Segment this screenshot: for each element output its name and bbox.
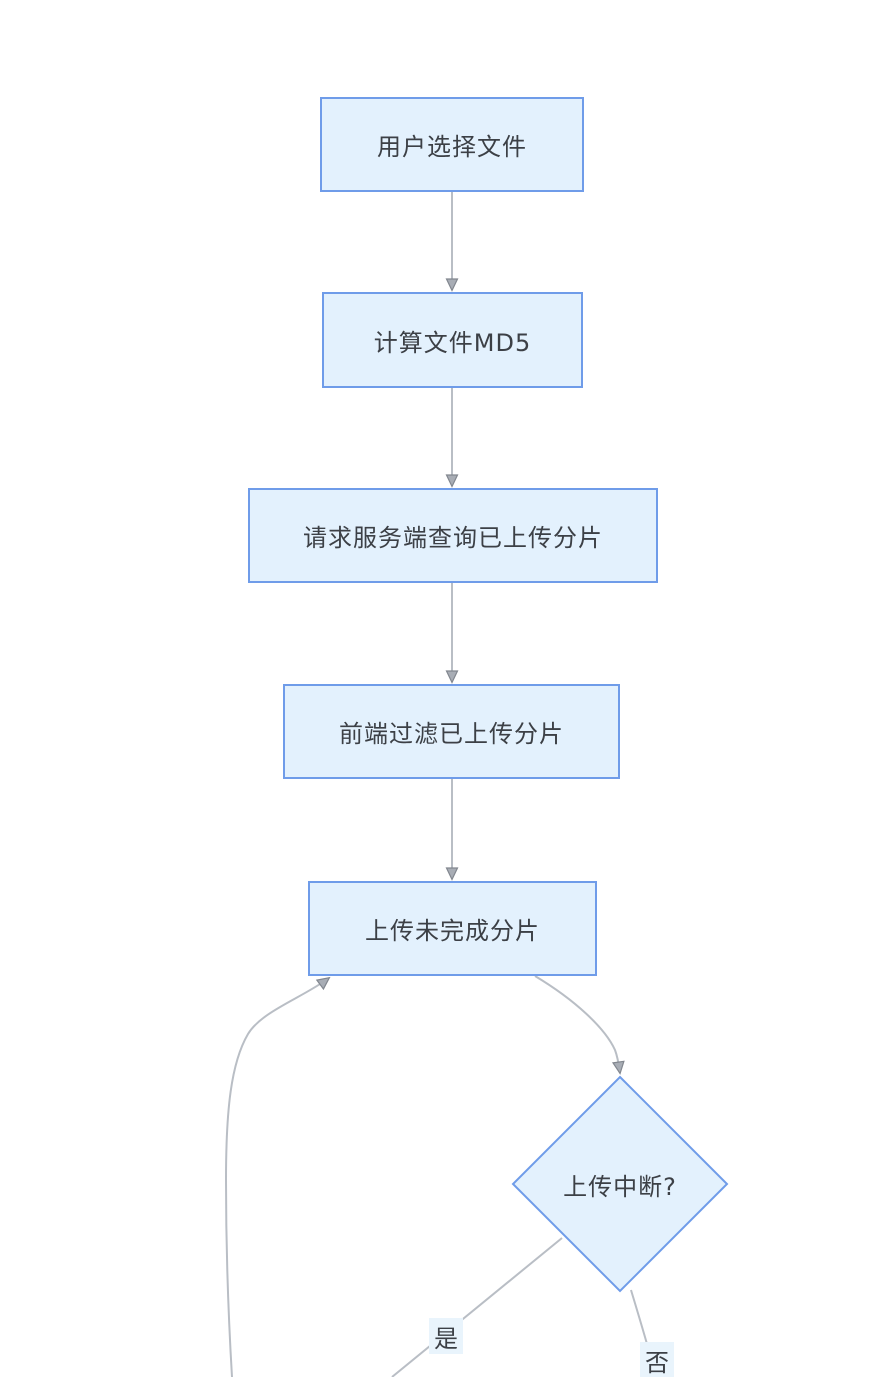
- node-calc-md5-label: 计算文件MD5: [373, 328, 532, 357]
- node-upload-remaining-chunks: 上传未完成分片: [308, 881, 597, 976]
- node-query-uploaded-chunks: 请求服务端查询已上传分片: [248, 488, 658, 583]
- edge-label-yes: 是: [429, 1318, 463, 1354]
- edge-yes-loop-return: [224, 976, 331, 1377]
- node-upload-interrupted-decision: 上传中断?: [540, 1160, 700, 1208]
- decision-diamond-shape: [511, 1075, 729, 1293]
- node-query-uploaded-chunks-label: 请求服务端查询已上传分片: [303, 524, 603, 552]
- node-user-select-file-label: 用户选择文件: [377, 133, 527, 161]
- edge-upload-to-decision: [534, 975, 625, 1075]
- edge-label-no: 否: [640, 1342, 674, 1377]
- node-upload-remaining-chunks-label: 上传未完成分片: [365, 917, 540, 945]
- node-user-select-file: 用户选择文件: [320, 97, 584, 192]
- node-filter-uploaded-chunks-label: 前端过滤已上传分片: [339, 720, 564, 748]
- node-upload-interrupted-label: 上传中断?: [563, 1172, 677, 1201]
- node-calc-md5: 计算文件MD5: [322, 292, 583, 388]
- node-filter-uploaded-chunks: 前端过滤已上传分片: [283, 684, 620, 779]
- edge-decision-yes: [391, 1237, 563, 1377]
